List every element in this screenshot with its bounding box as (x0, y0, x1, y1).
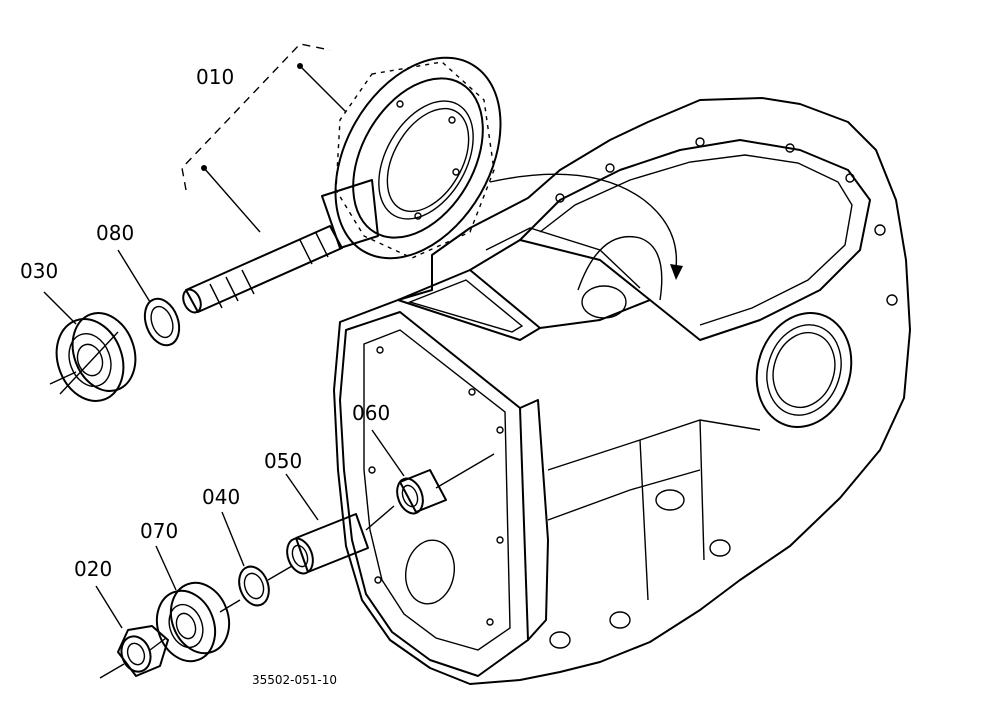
label-070: 070 (140, 519, 178, 543)
transmission-housing (333, 97, 911, 685)
bearing-030 (43, 291, 137, 402)
label-060: 060 (352, 401, 390, 425)
bushing-060 (371, 429, 495, 515)
sleeve-050 (285, 473, 395, 575)
label-030: 030 (20, 259, 58, 283)
bevel-gear-pinion-assembly (181, 43, 502, 314)
figure-code: 35502-051-10 (252, 673, 337, 687)
label-040: 040 (202, 485, 240, 509)
label-080: 080 (96, 221, 134, 245)
washer-040 (221, 511, 293, 607)
nut-020 (95, 585, 169, 679)
collar-080 (117, 249, 181, 347)
label-050: 050 (264, 449, 302, 473)
label-020: 020 (74, 557, 112, 581)
label-010: 010 (196, 65, 234, 89)
bearing-070 (155, 545, 241, 663)
